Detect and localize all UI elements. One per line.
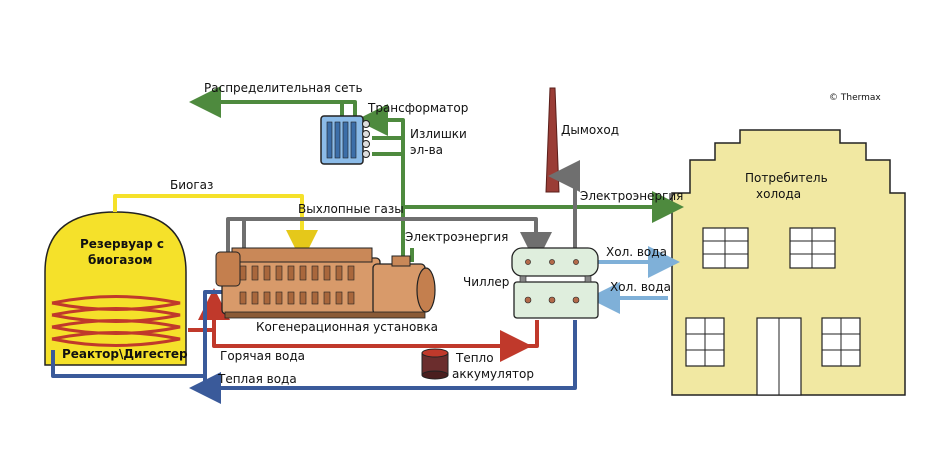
label-electricity-right: Электроэнергия xyxy=(580,189,683,203)
label-cold-water-1: Хол. вода xyxy=(606,245,667,259)
hot-water-line xyxy=(212,312,532,362)
label-heat-acc-1: Тепло xyxy=(455,351,494,365)
label-chiller: Чиллер xyxy=(463,275,509,289)
label-biogas: Биогаз xyxy=(170,178,213,192)
biogas-tank xyxy=(44,211,187,366)
transformer-icon xyxy=(320,115,370,165)
heat-accumulator-icon xyxy=(421,348,449,380)
label-chimney: Дымоход xyxy=(561,123,619,137)
label-reactor: Реактор\Дигестер xyxy=(62,347,188,361)
label-exhaust: Выхлопные газы xyxy=(298,202,404,216)
label-cold-water-2: Хол. вода xyxy=(610,280,671,294)
chiller-unit xyxy=(511,247,599,319)
electric-main-line xyxy=(356,104,405,262)
label-consumer-1: Потребитель xyxy=(745,171,828,185)
label-electricity-mid: Электроэнергия xyxy=(405,230,508,244)
warm-water-line xyxy=(189,320,577,404)
chimney-icon xyxy=(545,87,560,193)
label-transformer: Трансформатор xyxy=(367,101,468,115)
label-cogen: Когенерационная установка xyxy=(256,320,438,334)
label-heat-acc-2: аккумулятор xyxy=(452,367,534,381)
label-consumer-2: холода xyxy=(756,187,801,201)
label-surplus-1: Излишки xyxy=(410,127,467,141)
label-warm-water: Теплая вода xyxy=(217,372,297,386)
label-tank-1: Резервуар с xyxy=(80,237,164,251)
consumer-building xyxy=(671,129,906,396)
exhaust-line xyxy=(226,217,552,264)
label-tank-2: биогазом xyxy=(88,253,152,267)
cogeneration-engine xyxy=(215,247,436,319)
electric-grid-line xyxy=(189,86,344,118)
label-surplus-2: эл-ва xyxy=(410,143,443,157)
label-grid: Распределительная сеть xyxy=(204,81,363,95)
label-copyright: © Thermax xyxy=(829,93,881,103)
label-hot-water: Горячая вода xyxy=(220,349,305,363)
